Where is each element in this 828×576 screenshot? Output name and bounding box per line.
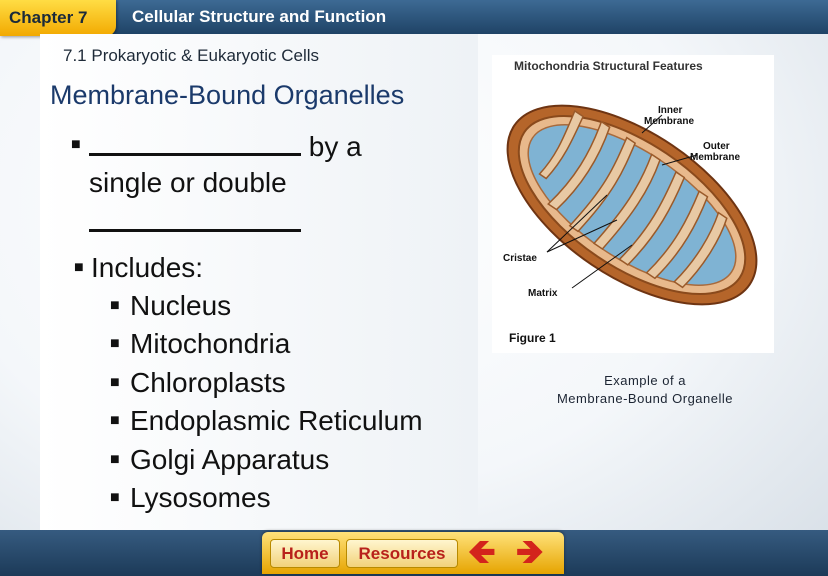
list-item: Lysosomes: [130, 482, 271, 513]
home-button[interactable]: Home: [270, 539, 340, 568]
page-title: Membrane-Bound Organelles: [50, 80, 405, 110]
bullet-marker: ■: [74, 259, 84, 276]
bullet-marker: ■: [110, 412, 120, 429]
bullet-marker: ■: [71, 136, 81, 153]
bullet-line-3: [89, 207, 301, 237]
bullet-marker: ■: [110, 297, 120, 314]
bullet-marker: ■: [110, 451, 120, 468]
list-item: Golgi Apparatus: [130, 444, 330, 475]
section-label: 7.1 Prokaryotic & Eukaryotic Cells: [63, 46, 320, 65]
label-matrix: Matrix: [528, 288, 558, 299]
figure-title: Mitochondria Structural Features: [514, 59, 703, 73]
label-inner-membrane-2: Membrane: [644, 116, 694, 127]
nav-panel: Home Resources 🡸 🡺: [262, 532, 564, 574]
label-inner-membrane-1: Inner: [658, 105, 683, 116]
list-item: Nucleus: [130, 290, 232, 321]
chapter-label: Chapter 7: [9, 8, 88, 27]
fill-in-blank: [89, 131, 301, 156]
header-title: Cellular Structure and Function: [132, 7, 387, 26]
figure-caption: Example of a Membrane-Bound Organelle: [535, 372, 755, 408]
list-item: Mitochondria: [130, 328, 291, 359]
resources-button[interactable]: Resources: [346, 539, 458, 568]
cristae-folds: [538, 109, 728, 289]
bullet-line-1: by a: [89, 131, 362, 161]
figure-number: Figure 1: [509, 331, 556, 345]
chapter-tab: Chapter 7: [0, 0, 116, 36]
mitochondria-figure: Mitochondria Structural Features: [492, 55, 774, 353]
label-outer-membrane-1: Outer: [703, 141, 730, 152]
bullet-text: by a: [308, 131, 362, 162]
content-panel: [40, 34, 478, 530]
caption-line-2: Membrane-Bound Organelle: [556, 391, 734, 406]
label-cristae: Cristae: [503, 253, 537, 264]
right-arrow-icon[interactable]: 🡺: [516, 533, 544, 571]
bullet-marker: ■: [110, 489, 120, 506]
bullet-line-2: single or double: [89, 167, 287, 198]
fill-in-blank: [89, 207, 301, 232]
list-item: Chloroplasts: [130, 367, 286, 398]
list-item: Endoplasmic Reticulum: [130, 405, 423, 436]
includes-label: Includes:: [91, 252, 204, 283]
bullet-marker: ■: [110, 374, 120, 391]
header-bar: [0, 0, 828, 34]
left-arrow-icon[interactable]: 🡸: [468, 533, 496, 571]
leader-lines: [546, 114, 698, 289]
label-outer-membrane-2: Membrane: [690, 152, 740, 163]
bullet-marker: ■: [110, 335, 120, 352]
caption-line-1: Example of a: [604, 373, 686, 388]
mitochondrion-illustration: Mitochondria Structural Features: [503, 59, 758, 345]
